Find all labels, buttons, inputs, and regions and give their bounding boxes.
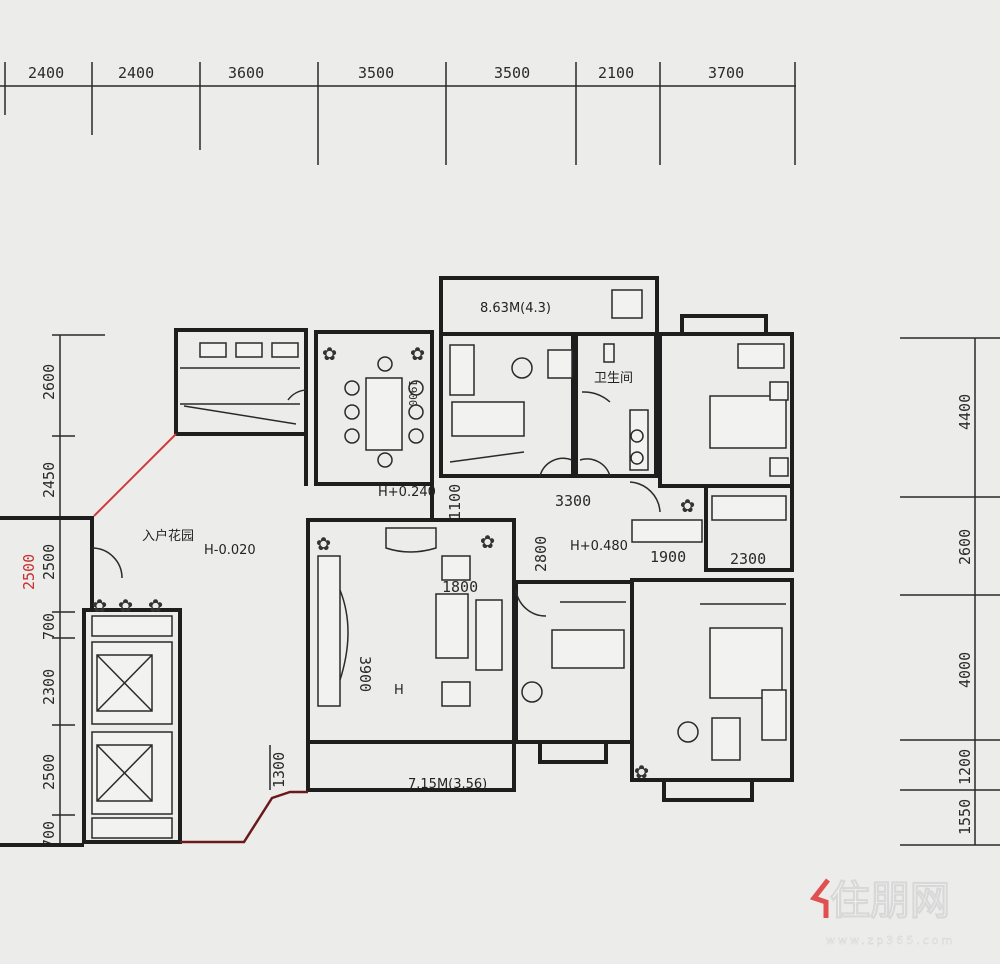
svg-text:✿: ✿: [92, 596, 107, 616]
dim-label: 2300: [730, 550, 766, 568]
dim-label: 4000: [956, 652, 974, 688]
dim-label: 1550: [956, 799, 974, 835]
svg-text:✿: ✿: [322, 344, 337, 364]
dim-label: 3300: [555, 492, 591, 510]
entry-garden-label: 入户花园: [142, 528, 194, 544]
svg-text:✿: ✿: [410, 344, 425, 364]
svg-text:✿: ✿: [680, 496, 695, 516]
dim-label: 3700: [708, 64, 744, 82]
red-markup-label: 2500: [20, 554, 38, 590]
walls: [0, 276, 794, 847]
svg-text:✿: ✿: [634, 762, 649, 782]
dim-label: 1800: [442, 578, 478, 596]
dim-label: 1200: [956, 749, 974, 785]
svg-text:✿: ✿: [148, 596, 163, 616]
dining-elevation: H+0.240: [378, 485, 436, 500]
dim-label: 1100: [446, 484, 464, 520]
dim-label: 2400: [28, 64, 64, 82]
right-dimension-chain: 4400 2600 4000 1200 1550: [900, 337, 1000, 846]
dim-label: 2500: [40, 544, 58, 580]
watermark-text: 住朋网: [830, 878, 950, 924]
hall-elevation: H+0.480: [570, 539, 628, 554]
dim-label: 2100: [598, 64, 634, 82]
watermark-url: www.zp365.com: [826, 934, 955, 947]
dim-label: 4400: [956, 394, 974, 430]
dim-label: 2300: [40, 669, 58, 705]
svg-text:✿: ✿: [118, 596, 133, 616]
dim-label: 1900: [406, 380, 419, 407]
dim-label: 1900: [650, 548, 686, 566]
dim-label: 2800: [532, 536, 550, 572]
dim-label: 700: [40, 613, 58, 640]
dim-label: 2450: [40, 462, 58, 498]
dim-label: 3500: [494, 64, 530, 82]
living-elevation: H: [394, 683, 404, 698]
dim-label: 2600: [956, 529, 974, 565]
watermark-logo: 住朋网 www.zp365.com: [809, 878, 955, 947]
plant-icons: ✿ ✿ ✿ ✿ ✿ ✿ ✿ ✿ ✿: [92, 344, 695, 782]
dim-label: 2600: [40, 364, 58, 400]
dim-label: 3900: [356, 656, 374, 692]
top-dimension-chain: 2400 2400 3600 3500 3500 2100 3700: [0, 62, 796, 165]
bathroom-label: 卫生间: [594, 371, 633, 386]
dim-label: 3600: [228, 64, 264, 82]
svg-text:✿: ✿: [316, 534, 331, 554]
dim-label: 1300: [270, 752, 288, 788]
balcony-south-label: 7.15M(3.56): [408, 777, 487, 792]
dim-label: 3500: [358, 64, 394, 82]
dim-label: 2400: [118, 64, 154, 82]
dim-label: 700: [40, 821, 58, 848]
entry-elevation: H-0.020: [204, 543, 256, 558]
svg-text:✿: ✿: [480, 532, 495, 552]
dim-label: 2500: [40, 754, 58, 790]
balcony-north-label: 8.63M(4.3): [480, 301, 551, 316]
